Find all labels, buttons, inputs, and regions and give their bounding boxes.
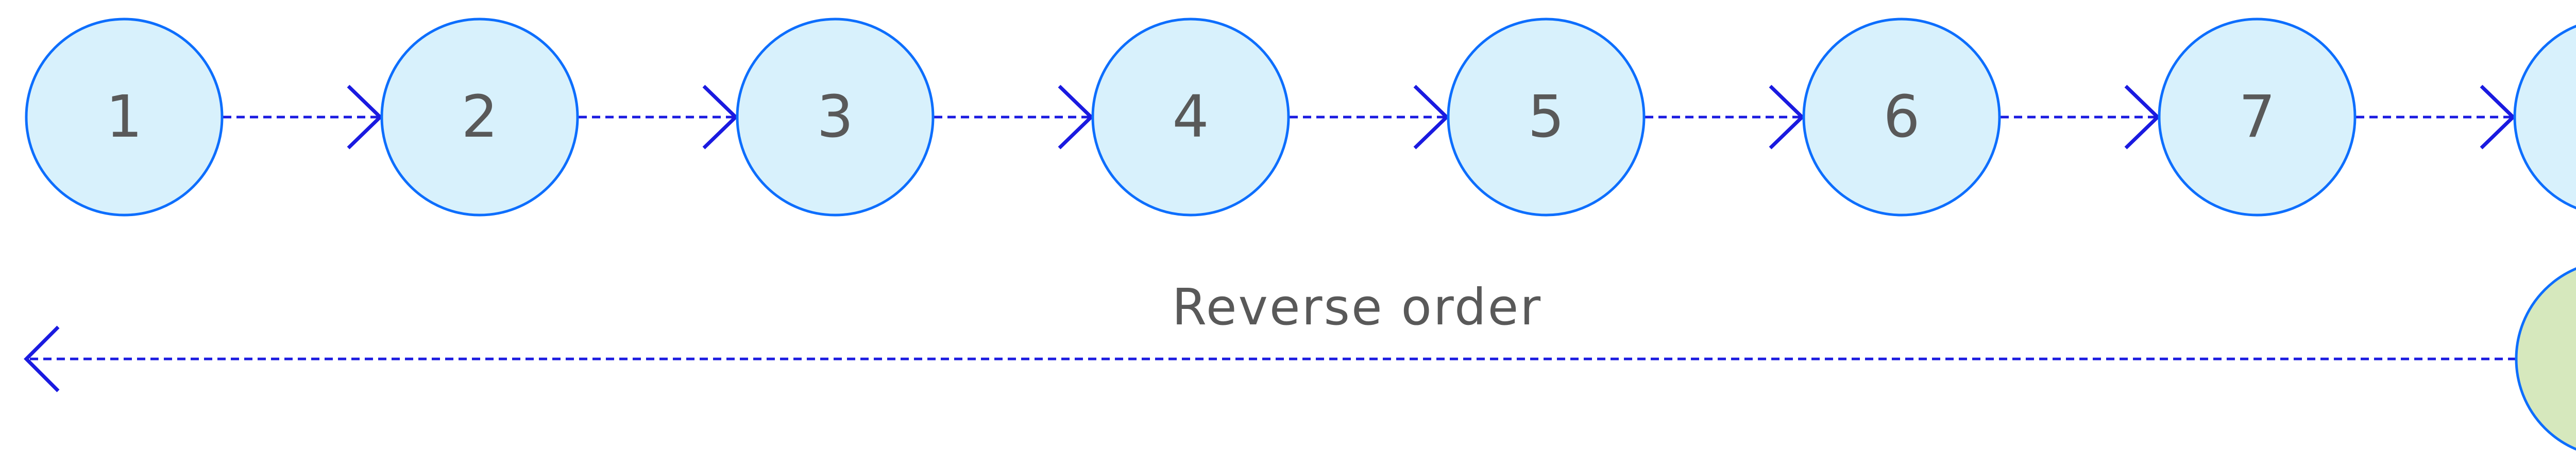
node-circle	[380, 18, 579, 217]
node-9: 9	[2515, 267, 2576, 451]
connector-3-4	[934, 85, 1094, 150]
node-6: 6	[1802, 18, 2001, 217]
node-label: 7	[2239, 84, 2275, 151]
connector-1-2	[223, 85, 383, 150]
node-label: 5	[1528, 84, 1564, 151]
node-circle	[1447, 18, 1646, 217]
node-circle	[1802, 18, 2001, 217]
arrowhead-right-icon	[1769, 85, 1805, 150]
connector-7-8	[2356, 85, 2516, 150]
node-label: 2	[461, 84, 498, 151]
node-circle	[2513, 25, 2576, 209]
node-circle	[2515, 267, 2576, 451]
node-5: 5	[1447, 18, 1646, 217]
node-circle	[736, 18, 935, 217]
arrowhead-right-icon	[347, 85, 383, 150]
node-1: 1	[25, 18, 224, 217]
arrowhead-right-icon	[1058, 85, 1094, 150]
arrowhead-right-icon	[2124, 85, 2161, 150]
node-circle	[25, 18, 224, 217]
reverse-order-label: Reverse order	[1172, 278, 1542, 336]
node-label: 3	[817, 84, 853, 151]
connector-reverse	[24, 325, 2516, 392]
arrowhead-left-icon	[24, 325, 60, 392]
node-2: 2	[380, 18, 579, 217]
node-3: 3	[736, 18, 935, 217]
node-8: 8	[2513, 25, 2576, 209]
node-circle	[2158, 18, 2357, 217]
connector-5-6	[1645, 85, 1805, 150]
node-circle	[1091, 18, 1290, 217]
node-label: 1	[106, 84, 142, 151]
node-label: 4	[1172, 84, 1209, 151]
arrowhead-right-icon	[1413, 85, 1450, 150]
node-4: 4	[1091, 18, 1290, 217]
node-label: 6	[1883, 84, 1920, 151]
connector-6-7	[2001, 85, 2161, 150]
connector-4-5	[1290, 85, 1450, 150]
connector-2-3	[579, 85, 739, 150]
node-7: 7	[2158, 18, 2357, 217]
arrowhead-right-icon	[2480, 85, 2516, 150]
arrowhead-right-icon	[702, 85, 739, 150]
